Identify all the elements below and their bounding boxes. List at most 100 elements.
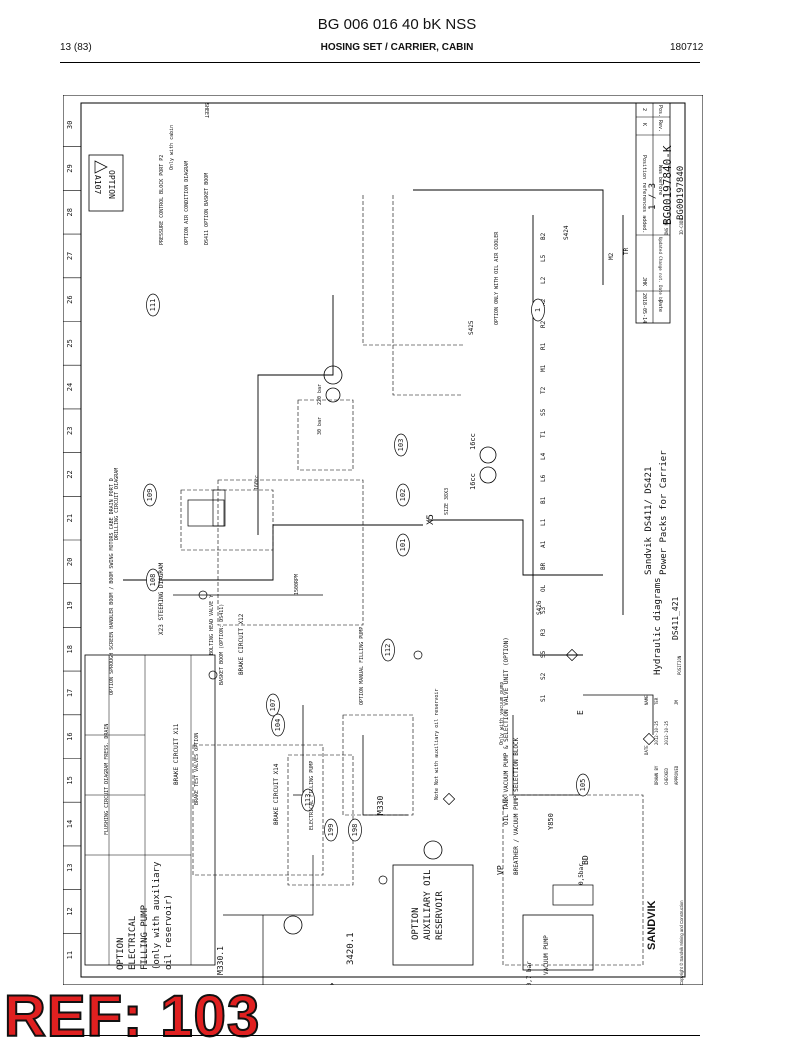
schematic-label-flushing: FLUSHING CIRCUIT DIAGRAM FRESS. DRAIN (104, 724, 110, 835)
schematic-label-manual-pump: OPTION MANUAL FILLING PUMP (359, 627, 365, 705)
port-label: B2 (540, 232, 547, 240)
header-title: BG 006 016 40 bK NSS (317, 16, 477, 33)
svg-text:113: 113 (304, 794, 312, 807)
schematic-label-pressure-07: -0,7 bar (526, 961, 533, 985)
rev-header-pos: Pos. (657, 105, 663, 117)
zone-number: 19 (66, 601, 74, 609)
port-label: A1 (540, 540, 547, 548)
position-bubble: 107 (266, 693, 280, 717)
schematic-label-vacuum-pump: VACUUM PUMP (543, 935, 550, 975)
port-label: R3 (540, 628, 547, 636)
schematic-label-flow-16cc-a: 16cc (469, 433, 477, 450)
rev-rev: K (641, 123, 647, 126)
schematic-label-electrical-pump: ELECTRICAL FILLING PUMP (309, 761, 315, 830)
svg-text:107: 107 (269, 699, 277, 712)
schematic-label-comp-3420: 3420.1 (346, 932, 356, 965)
schematic-label-bolting: BOLTING HEAD VALVE Y (209, 595, 215, 655)
tb-copyright: Copyright © Sandvik Mining and Construct… (679, 900, 684, 985)
zone-number: 20 (66, 558, 74, 566)
svg-text:103: 103 (397, 439, 405, 452)
zone-number: 21 (66, 514, 74, 522)
schematic-label-aux-note: Note Not with auxiliary oil reservoir (434, 689, 440, 800)
rev-header-was: Was before (657, 165, 663, 195)
motor-icon (325, 387, 341, 403)
schematic-label-cabin-only: Only with cabin (169, 125, 175, 170)
port-label: L5 (540, 254, 547, 262)
revision-table: Pos. Rev. Was before Updated Change not.… (635, 102, 671, 324)
port-label: L1 (540, 518, 547, 526)
pump-icon (479, 446, 497, 464)
port-label: S5 (540, 408, 547, 416)
position-bubble: 108 (146, 568, 160, 592)
svg-text:199: 199 (327, 824, 335, 837)
position-bubble: 105 (576, 773, 590, 797)
schematic-label-s425: S425 (468, 320, 475, 335)
gauge-icon (378, 875, 388, 885)
schematic-label-oil-cooler: OPTION ONLY WITH OIL AIR COOLER (494, 231, 500, 325)
schematic-label-drilling: DRILLING CIRCUIT DIAGRAM (114, 468, 120, 540)
schematic-label-opt-elec-5: oil reservoir) (164, 894, 174, 970)
schematic-label-m2: M2 (608, 252, 615, 260)
zone-number: 30 (66, 121, 74, 129)
zone-number: 13 (66, 864, 74, 872)
schematic-label-comp-y850: Y850 (547, 813, 555, 830)
motor-icon (283, 915, 303, 935)
port-label: T2 (540, 386, 547, 394)
svg-text:104: 104 (274, 719, 282, 732)
zone-number: 28 (66, 208, 74, 216)
port-label: T1 (540, 430, 547, 438)
title-block-texts: SANDVIK Copyright © Sandvik Mining and C… (644, 145, 686, 985)
position-bubble: 101 (396, 533, 410, 557)
port-label: S5 (540, 650, 547, 658)
position-bubble: 1 (531, 298, 545, 322)
zone-number: 16 (66, 732, 74, 740)
tb-checked-label: CHECKED (664, 768, 669, 785)
tb-machine: Sandvik DS411/ DS421 (644, 467, 654, 575)
zone-number: 11 (66, 951, 74, 959)
schematic-label-basket-boom: DS411 OPTION BASKET BOOM (204, 173, 210, 245)
port-label: S2 (540, 672, 547, 680)
tb-approved-label: APPROVED (674, 765, 679, 785)
schematic-label-x5: X5 (426, 514, 436, 525)
schematic-label-motor-m330: M330 (376, 796, 385, 815)
rev-header-date: Date (657, 300, 663, 312)
tb-date-label: DATE (644, 745, 649, 755)
zone-number: 15 (66, 776, 74, 784)
rev-header-rev: Rev. (657, 120, 663, 132)
port-label: OL (540, 584, 547, 592)
rev-header-updated: Updated Change not. Date by (658, 237, 663, 303)
tb-checked-date: 2012-10-25 (664, 720, 669, 745)
tb-subject: Hydraulic diagrams (653, 577, 663, 675)
schematic-label-rpm: 1500RPM (294, 574, 300, 595)
port-label: B1 (540, 496, 547, 504)
zone-number: 22 (66, 470, 74, 478)
tb-idcode: BG00197840 (676, 166, 686, 220)
valve-block-icon (212, 489, 226, 527)
rev-pos: 2 (641, 108, 647, 111)
schematic-label-pressure-control: PRESSURE CONTROL BLOCK PORT P2 (159, 155, 165, 245)
port-label: R2 (540, 320, 547, 328)
schematic-label-brake-x14: BRAKE CIRCUIT X14 (273, 763, 280, 825)
schematic-label-vacuum-pump-only: Only with vacuum pump (499, 682, 505, 745)
port-labels: B2L5L2A2R2R1M1T2S5T1L4L6B1L1A1BROLS3R3S5… (540, 232, 547, 702)
header-rule (60, 62, 700, 63)
gauge-icon (208, 670, 218, 680)
position-bubble: 113 (301, 788, 315, 812)
schematic-label-tr: TR (623, 247, 630, 255)
port-label: S1 (540, 694, 547, 702)
rev-desc: Position references added. (641, 155, 647, 233)
schematic-label-aux-res-2: AUXILIARY OIL (423, 870, 433, 940)
zone-number: 18 (66, 645, 74, 653)
zone-number: 29 (66, 164, 74, 172)
schematic-label-brake-x12: BRAKE CIRCUIT X12 (238, 613, 245, 675)
schematic-label-s426: S426 (536, 600, 543, 615)
gauge-icon (198, 590, 208, 600)
port-label: M1 (540, 364, 547, 372)
schematic-label-motor-m330-1: M330.1 (216, 946, 225, 975)
port-label: L6 (540, 474, 547, 482)
rev-by: JHK (641, 277, 647, 286)
schematic-label-brake-x11: BRAKE CIRCUIT X11 (173, 723, 180, 785)
filter-icon (565, 648, 579, 662)
